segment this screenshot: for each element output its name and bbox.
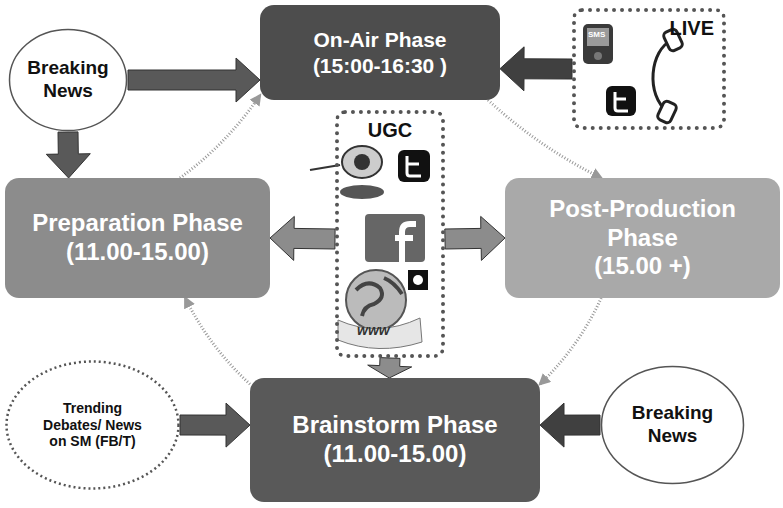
facebook-icon <box>365 214 425 262</box>
block-arrow <box>368 358 412 378</box>
twitter-icon <box>606 86 636 116</box>
icon-text: www <box>357 322 390 338</box>
node-time: (15.00 +) <box>594 252 691 281</box>
node-title: Preparation Phase <box>32 209 243 238</box>
node-title: Breaking News <box>611 402 734 448</box>
icon-text: SMS <box>588 30 605 39</box>
node-title: LIVE <box>670 16 714 40</box>
block-arrow <box>445 216 505 260</box>
phase-box: Post-Production Phase(15.00 +) <box>505 178 780 298</box>
ugc-group: UGC <box>335 110 445 358</box>
flow-curve <box>180 95 260 178</box>
block-arrow <box>180 403 250 447</box>
webcam-icon <box>310 146 384 199</box>
flow-curve <box>185 298 250 384</box>
node-time: (15:00-16:30 ) <box>313 53 447 78</box>
node-title: Post-Production Phase <box>538 195 748 253</box>
news-ellipse: Breaking News <box>600 365 745 485</box>
trending-ellipse: Trending Debates/ News on SM (FB/T) <box>5 360 180 490</box>
twitter-icon <box>398 150 430 182</box>
phase-box: Brainstorm Phase(11.00-15.00) <box>250 378 540 502</box>
node-time: (11.00-15.00) <box>324 440 467 469</box>
flow-curve <box>540 298 601 384</box>
block-arrow <box>500 47 572 91</box>
node-title: On-Air Phase <box>313 27 446 52</box>
sms-phone-icon <box>583 24 613 64</box>
block-arrow <box>128 58 260 102</box>
node-title: Brainstorm Phase <box>292 411 497 440</box>
block-arrow <box>540 403 600 447</box>
globe-www-icon <box>338 270 422 349</box>
small-social-icon <box>408 270 428 290</box>
node-title: UGC <box>368 118 412 142</box>
block-arrow <box>270 216 335 260</box>
live-group: LIVE <box>572 8 726 130</box>
block-arrow <box>46 132 90 178</box>
node-title: Breaking News <box>19 57 117 103</box>
node-title: Trending Debates/ News on SM (FB/T) <box>38 400 148 450</box>
phase-box: Preparation Phase(11.00-15.00) <box>5 178 270 298</box>
node-time: (11.00-15.00) <box>66 238 209 267</box>
phase-box: On-Air Phase(15:00-16:30 ) <box>260 5 500 100</box>
telephone-icon <box>653 28 684 124</box>
news-ellipse: Breaking News <box>8 28 128 132</box>
flow-curve <box>488 100 601 178</box>
